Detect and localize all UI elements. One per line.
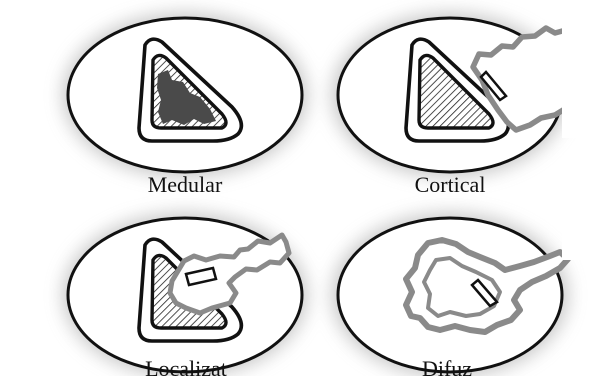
panel-cortical <box>338 18 612 172</box>
panel-medular <box>68 18 302 172</box>
label-medular: Medular <box>148 172 223 197</box>
label-localizat: Localizat <box>145 356 227 376</box>
label-cortical: Cortical <box>415 172 486 197</box>
panel-localizat <box>68 218 302 372</box>
panel-difuz <box>338 218 612 372</box>
label-difuz: Difuz <box>422 356 472 376</box>
edge-mask <box>562 20 612 138</box>
edge-mask <box>562 230 612 260</box>
